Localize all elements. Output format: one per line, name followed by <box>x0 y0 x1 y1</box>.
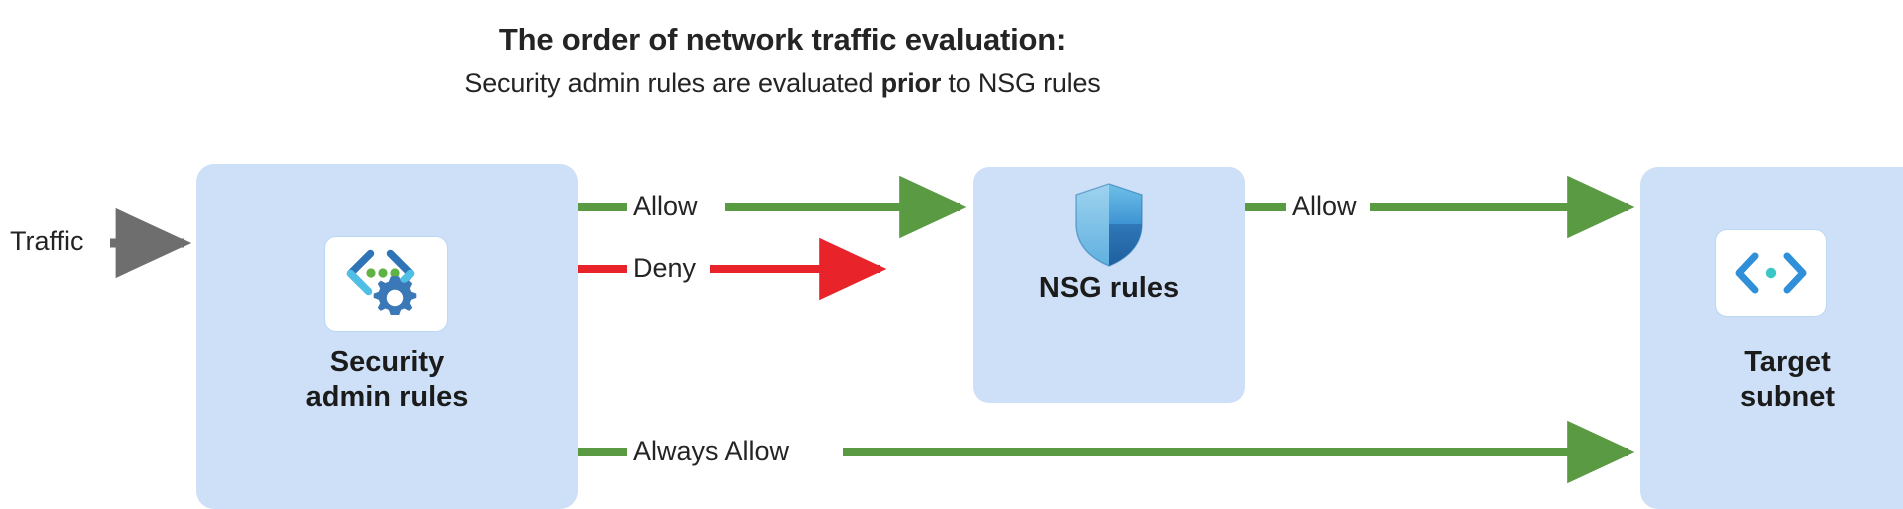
node-target-subnet[interactable] <box>1640 167 1903 509</box>
edge-label-allow-to-target: Allow <box>1292 191 1357 221</box>
code-gear-icon <box>346 249 417 315</box>
node-security-admin-rules[interactable] <box>196 164 578 509</box>
edge-label-deny: Deny <box>633 253 697 283</box>
node-label-security-admin-rules: Security admin rules <box>305 346 469 414</box>
page-subtitle: Security admin rules are evaluated prior… <box>0 68 1565 99</box>
edge-label-always-allow: Always Allow <box>633 436 790 466</box>
subtitle-text-post: to NSG rules <box>941 68 1101 98</box>
code-brackets-icon <box>1735 252 1807 294</box>
shield-icon <box>1075 183 1143 267</box>
node-label-nsg-rules: NSG rules <box>1038 272 1180 304</box>
subtitle-emphasis: prior <box>880 68 942 98</box>
page-title: The order of network traffic evaluation: <box>498 22 1067 57</box>
node-label-target-subnet: Target subnet <box>1739 346 1836 414</box>
subtitle-text-pre: Security admin rules are evaluated <box>464 68 881 98</box>
edge-label-allow-to-nsg: Allow <box>633 191 698 221</box>
nsg-rules-icon-wrap <box>1072 182 1146 268</box>
security-admin-rules-icon-card <box>324 236 448 332</box>
target-subnet-icon-card <box>1715 229 1827 317</box>
edge-label-traffic: Traffic <box>10 226 84 256</box>
